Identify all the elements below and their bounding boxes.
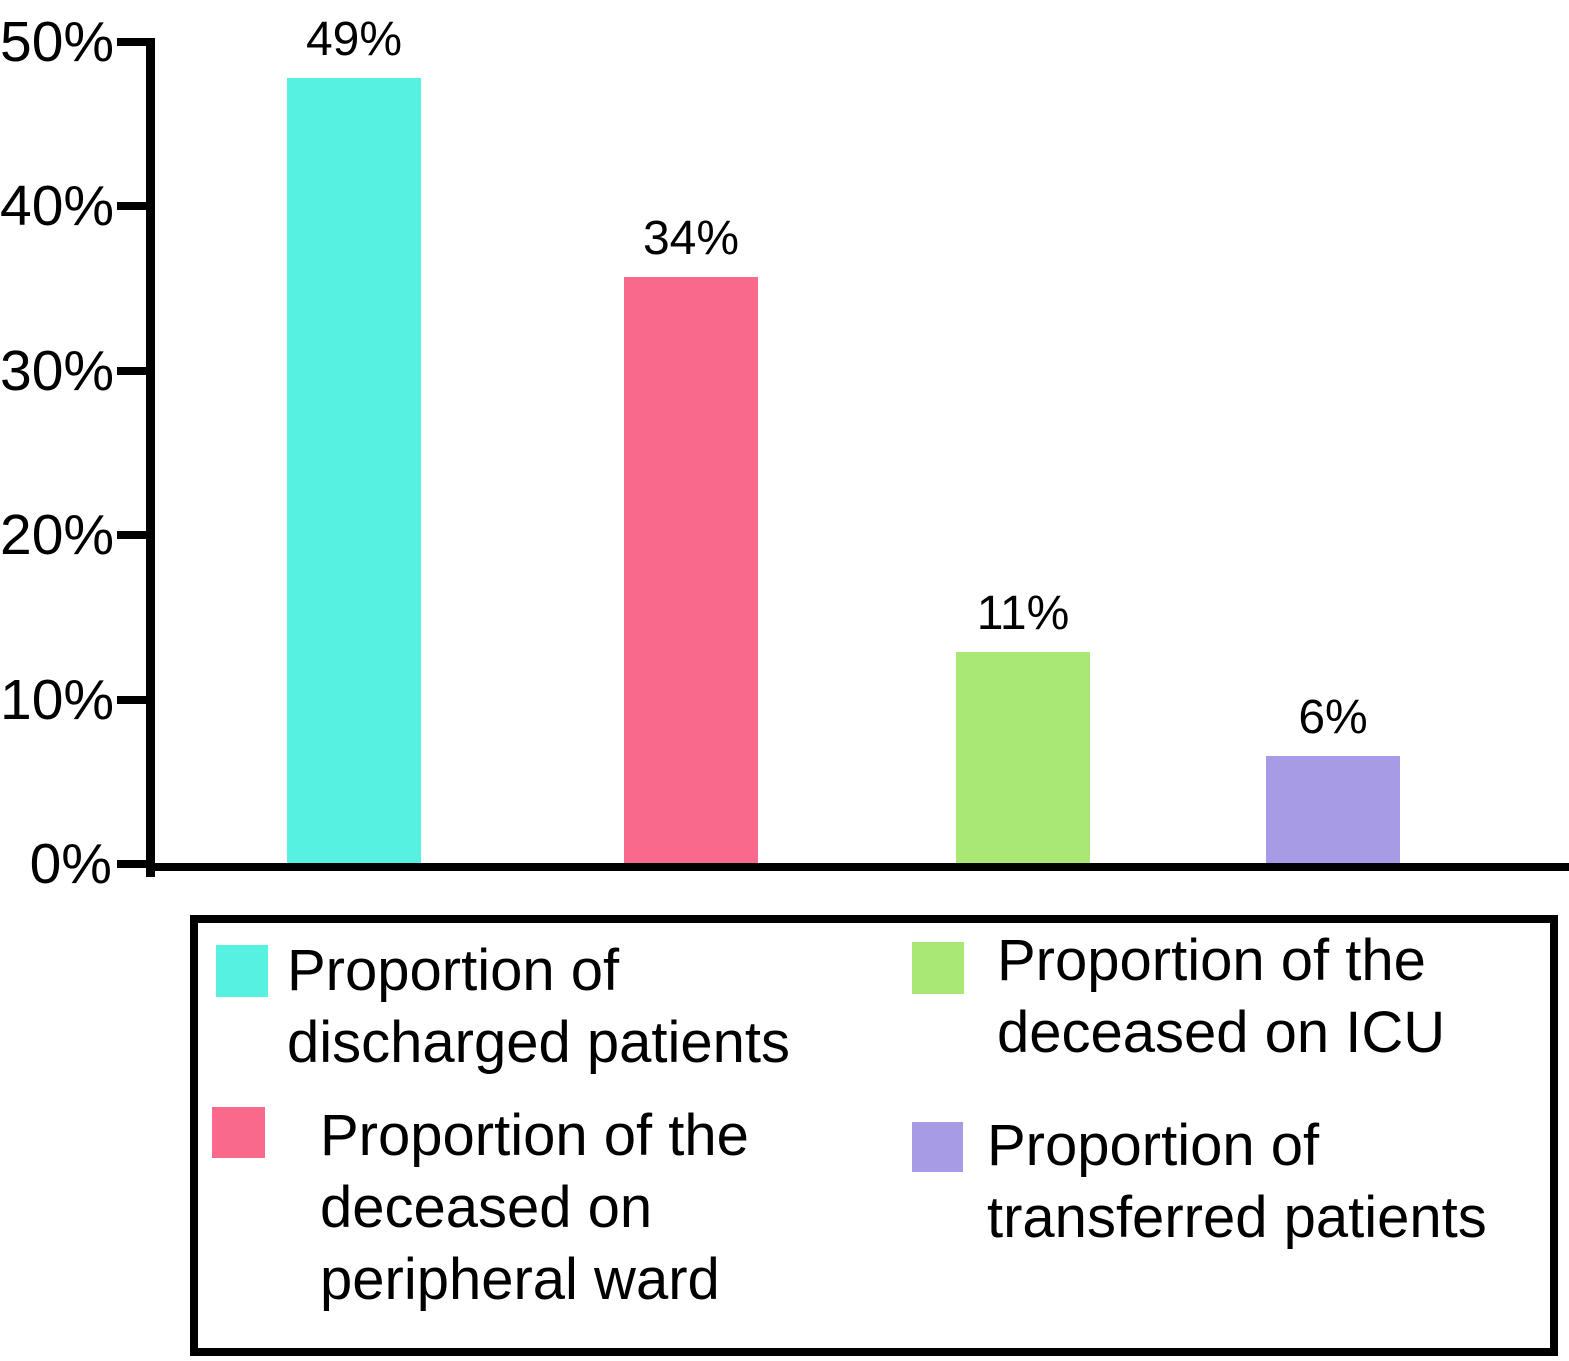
y-axis-label-50: 50% <box>0 10 115 74</box>
legend-label-discharged: Proportion of discharged patients <box>287 935 790 1079</box>
legend-entry-deceased-icu: Proportion of the deceased on ICU <box>912 925 1445 1069</box>
y-axis-tick-40 <box>117 202 155 210</box>
legend-label-line: Proportion of <box>987 1113 1320 1178</box>
legend-entry-transferred: Proportion of transferred patients <box>912 1110 1487 1254</box>
bar-discharged-patients <box>287 78 421 863</box>
y-axis-tick-30 <box>117 367 155 375</box>
legend-label-line: deceased on ICU <box>997 1000 1446 1065</box>
legend-entry-deceased-peripheral-ward: Proportion of the deceased on peripheral… <box>212 1100 749 1316</box>
y-axis-label-0: 0% <box>29 832 112 896</box>
legend-label-line: transferred patients <box>987 1185 1487 1250</box>
legend-label-deceased-peripheral-ward: Proportion of the deceased on peripheral… <box>320 1100 749 1316</box>
y-axis-line <box>146 40 155 877</box>
bar-transferred-patients <box>1266 756 1400 863</box>
plot-area <box>0 40 1569 863</box>
y-axis-tick-20 <box>117 531 155 539</box>
y-axis-label-20: 20% <box>0 503 115 567</box>
legend-label-line: Proportion of the <box>997 928 1426 993</box>
legend-label-line: deceased on <box>320 1175 653 1240</box>
legend-swatch-deceased-peripheral-ward <box>212 1107 265 1158</box>
y-axis-tick-10 <box>117 696 155 704</box>
legend-swatch-transferred <box>912 1122 963 1172</box>
bar-deceased-icu <box>956 652 1090 863</box>
legend-box: Proportion of discharged patients Propor… <box>190 915 1558 1356</box>
x-axis-line <box>146 863 1569 871</box>
legend-label-line: Proportion of the <box>320 1103 749 1168</box>
y-axis-label-30: 30% <box>0 339 115 403</box>
bar-deceased-peripheral-ward <box>624 277 758 863</box>
bar-value-label-discharged: 49% <box>305 13 403 66</box>
y-axis-label-10: 10% <box>0 668 115 732</box>
legend-entry-discharged: Proportion of discharged patients <box>216 935 790 1079</box>
y-axis-label-40: 40% <box>0 174 115 238</box>
bar-value-label-peripheral-ward: 34% <box>642 212 740 265</box>
y-axis-tick-0 <box>117 860 155 868</box>
legend-label-transferred: Proportion of transferred patients <box>987 1110 1487 1254</box>
legend-label-deceased-icu: Proportion of the deceased on ICU <box>997 925 1445 1069</box>
legend-label-line: Proportion of <box>287 938 620 1003</box>
legend-label-line: peripheral ward <box>320 1247 720 1312</box>
y-axis-tick-50 <box>117 38 155 46</box>
bar-value-label-transferred: 6% <box>1298 691 1368 744</box>
bar-value-label-icu: 11% <box>976 587 1070 640</box>
legend-label-line: discharged patients <box>287 1010 790 1075</box>
legend-swatch-deceased-icu <box>912 942 964 994</box>
legend-swatch-discharged <box>216 945 268 997</box>
